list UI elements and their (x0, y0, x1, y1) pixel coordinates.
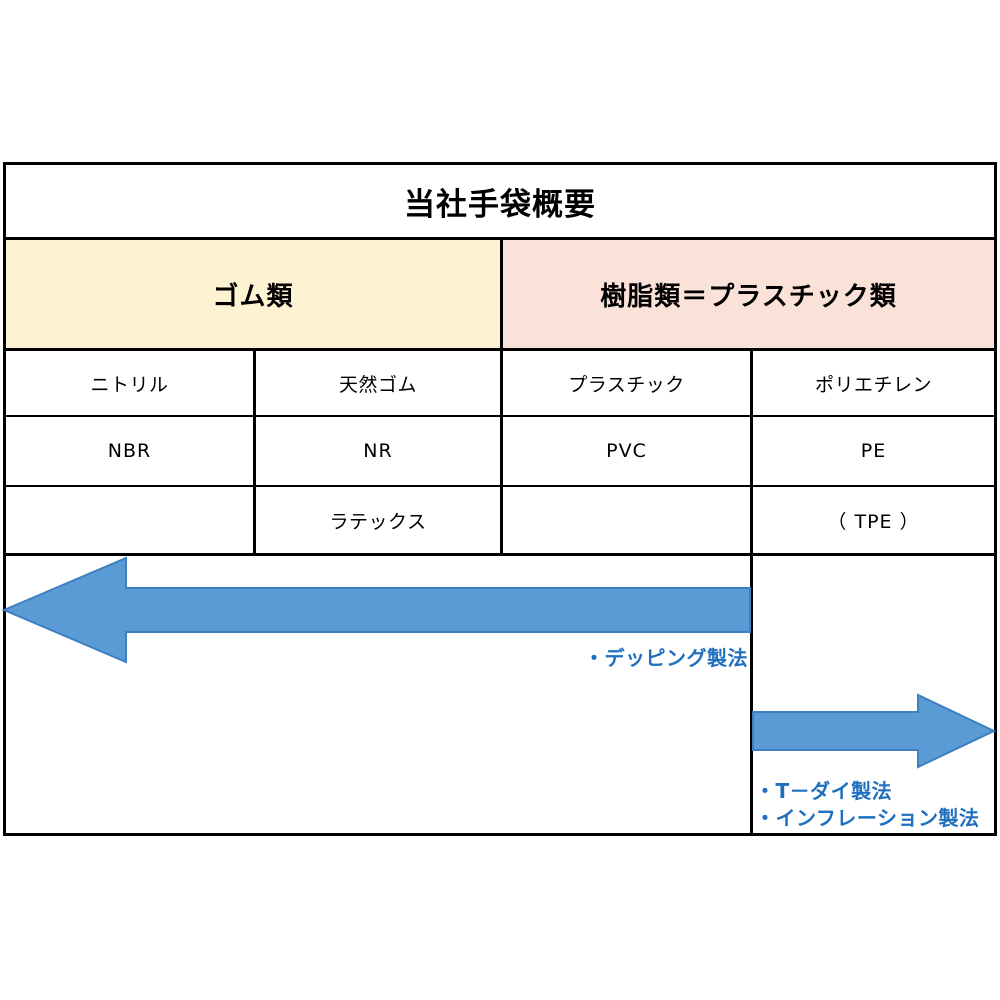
cell-material-3: ポリエチレン (814, 373, 932, 396)
cell-code-3: PE (860, 440, 887, 462)
annotation-inflation: ・インフレーション製法 (755, 806, 980, 830)
cell-code-2: PVC (606, 440, 647, 462)
cell-extra-1: ラテックス (329, 510, 427, 533)
cell-extra-0 (6, 487, 253, 553)
dipping-arrow (1, 556, 751, 664)
cell-material-2: プラスチック (568, 373, 685, 396)
table-title: 当社手袋概要 (404, 186, 596, 223)
divider-title-bottom (6, 237, 994, 240)
divider-group-vertical (500, 240, 503, 348)
divider-group-bottom (6, 348, 994, 351)
divider-row5-bottom (6, 553, 994, 556)
divider-col-2 (500, 351, 503, 553)
cell-material-1: 天然ゴム (338, 373, 417, 396)
cell-code-0: NBR (107, 440, 152, 462)
cell-material-0: ニトリル (90, 373, 169, 396)
cell-code-1: NR (363, 440, 393, 462)
overview-table: 当社手袋概要 ゴム類 樹脂類＝プラスチック類 ニトリル 天然ゴム プラスチック … (3, 162, 997, 836)
group-header-rubber: ゴム類 (6, 240, 500, 348)
annotation-t-die: ・T－ダイ製法 (755, 779, 893, 803)
group-header-resin: 樹脂類＝プラスチック類 (503, 240, 994, 348)
annotation-dipping: ・デッピング製法 (584, 646, 748, 670)
cell-extra-2 (503, 487, 750, 553)
divider-process-vertical (750, 553, 753, 833)
cell-extra-3: （ TPE ） (827, 510, 920, 533)
divider-col-3 (750, 351, 753, 553)
divider-col-1 (253, 351, 256, 553)
extrusion-arrow (752, 693, 997, 769)
